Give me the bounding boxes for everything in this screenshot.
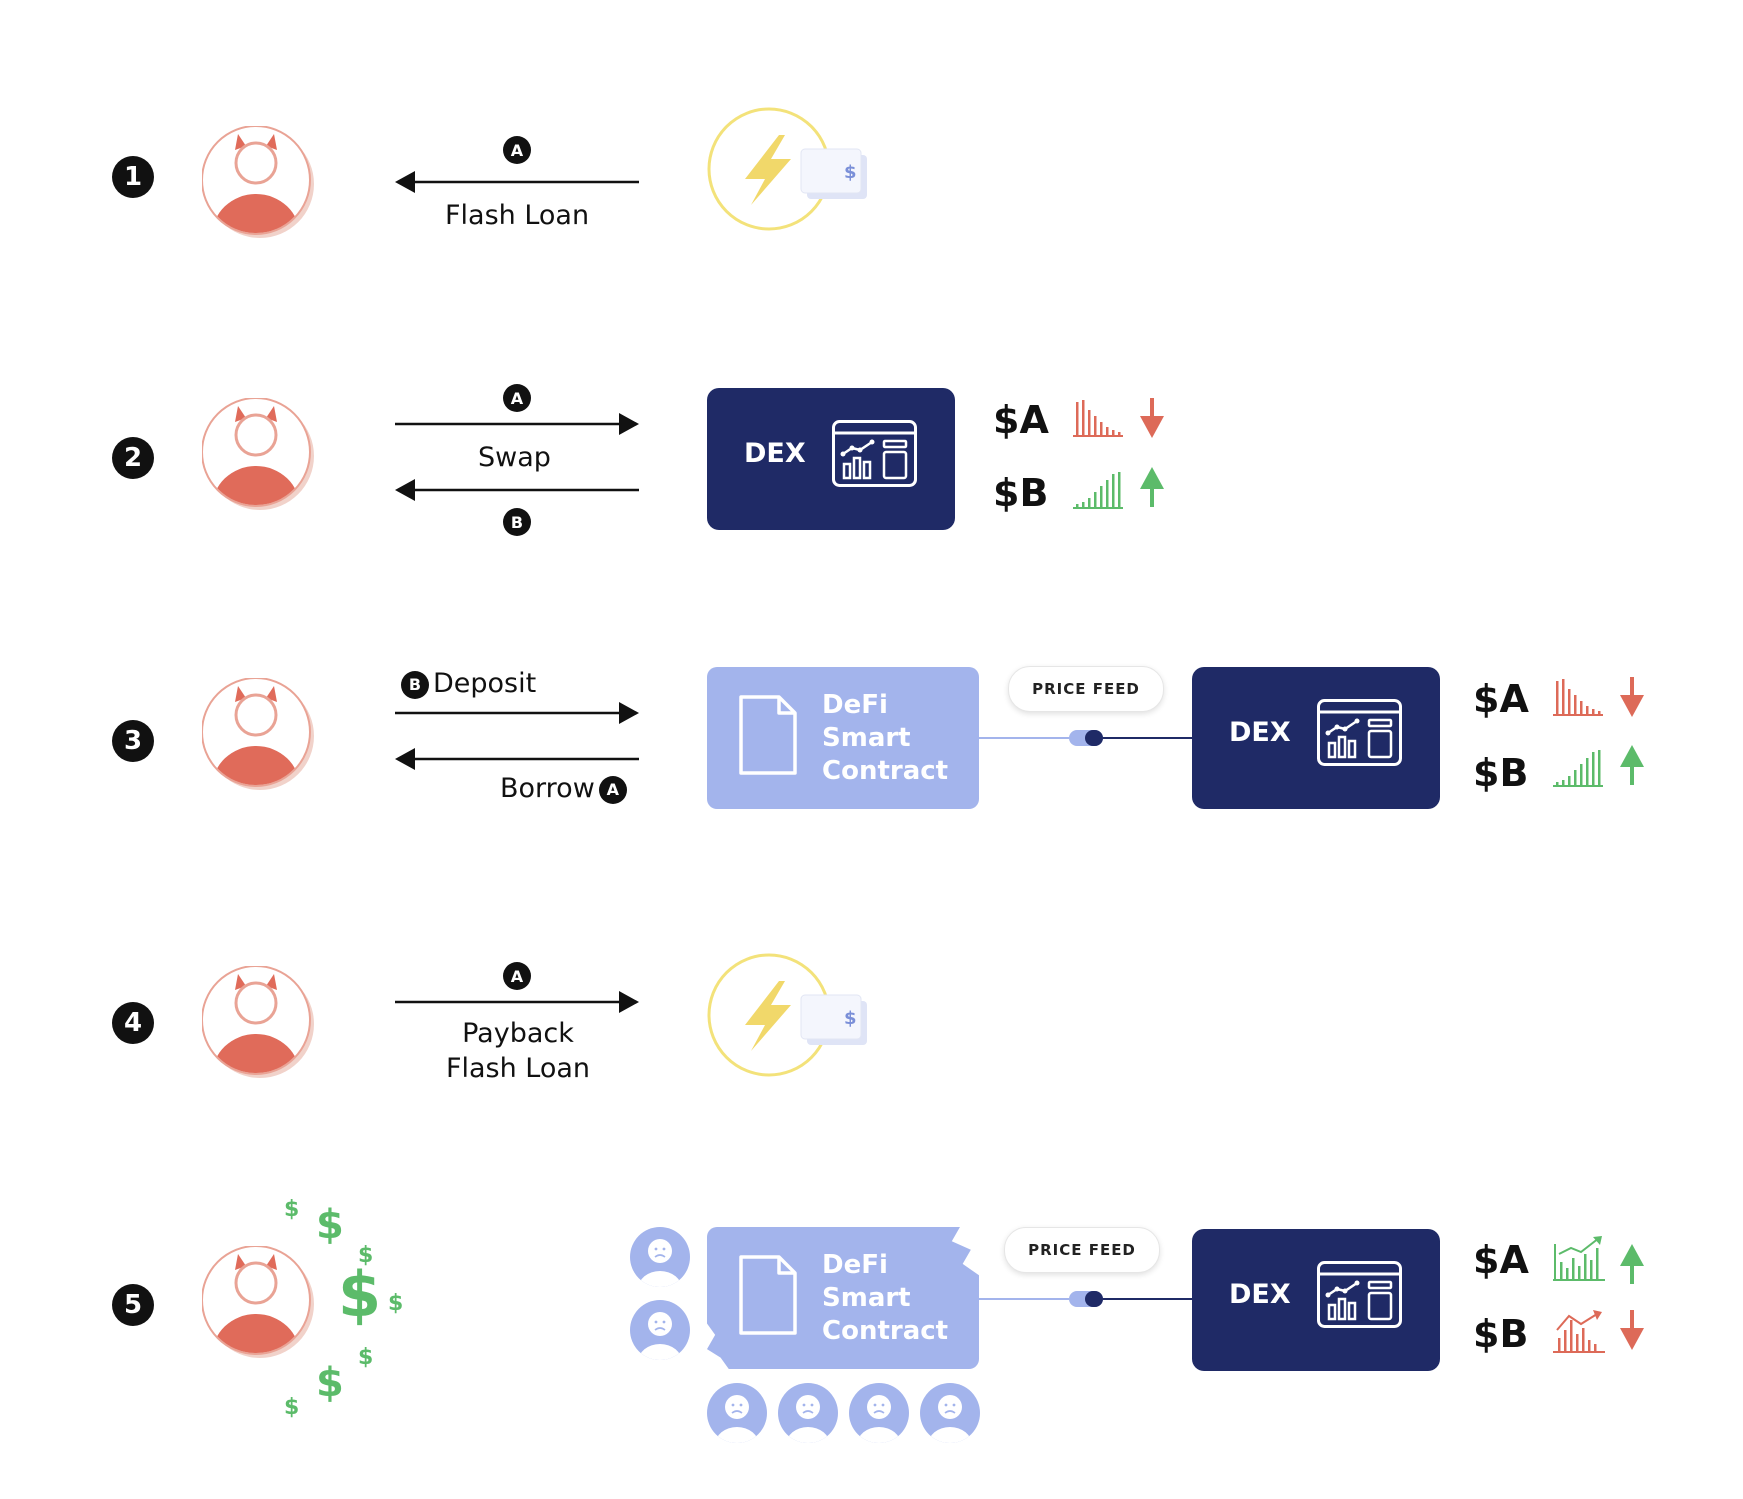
- dex-label: DEX: [1229, 717, 1291, 748]
- lightning-icon: [707, 107, 869, 231]
- token-a-badge: A: [503, 136, 531, 164]
- rising-chart-icon: [1553, 749, 1604, 787]
- token-b-badge: B: [401, 670, 429, 699]
- sad-user-icon: [707, 1383, 767, 1443]
- price-feed-connector: [979, 1291, 1193, 1307]
- arrow-right: [395, 413, 639, 435]
- arrow-left: [395, 479, 639, 501]
- token-a-symbol: $A: [1473, 1238, 1529, 1282]
- document-icon: [739, 695, 797, 775]
- token-a-symbol: $A: [993, 398, 1049, 442]
- price-feed-pill: PRICE FEED: [1004, 1227, 1160, 1273]
- token-b-symbol: $B: [1473, 1312, 1529, 1356]
- sad-user-icon: [630, 1227, 690, 1287]
- swap-label: Swap: [478, 442, 551, 473]
- deposit-label: Deposit: [433, 668, 537, 699]
- dex-label: DEX: [1229, 1279, 1291, 1310]
- token-b-symbol: $B: [993, 471, 1049, 515]
- dex-chart-icon: [1317, 699, 1402, 766]
- sad-user-icon: [778, 1383, 838, 1443]
- svg-text:$: $: [338, 1258, 381, 1331]
- token-a-badge: A: [503, 962, 531, 990]
- token-a-badge: A: [598, 775, 627, 804]
- dollar-card-label: $: [844, 162, 857, 183]
- defi-smart-contract-box: DeFi Smart Contract: [707, 667, 979, 809]
- up-arrow-icon: [1620, 1244, 1644, 1284]
- defi-label: DeFi Smart Contract: [822, 1250, 949, 1346]
- down-arrow-icon: [1620, 677, 1644, 717]
- arrow-left: [395, 171, 639, 193]
- attacker-avatar-icon: [202, 966, 322, 1086]
- dollar-card-label: $: [844, 1008, 857, 1029]
- arrow-left: [395, 748, 639, 770]
- rising-chart-icon: [1073, 471, 1124, 509]
- borrow-label: Borrow: [500, 773, 595, 804]
- svg-text:$: $: [316, 1202, 344, 1248]
- sad-user-icon: [849, 1383, 909, 1443]
- flash-loan-label: Flash Loan: [445, 1053, 591, 1084]
- svg-text:$: $: [388, 1291, 403, 1316]
- dex-box: DEX: [1192, 1229, 1440, 1371]
- svg-text:$: $: [316, 1360, 344, 1406]
- price-feed-pill: PRICE FEED: [1008, 666, 1164, 712]
- falling-chart-icon: [1553, 1309, 1605, 1353]
- svg-text:$: $: [284, 1395, 299, 1420]
- sad-user-icon: [920, 1383, 980, 1443]
- token-b-badge: B: [503, 508, 531, 536]
- token-b-symbol: $B: [1473, 751, 1529, 795]
- step-number-1: 1: [112, 156, 154, 198]
- down-arrow-icon: [1140, 398, 1164, 438]
- attacker-avatar-icon: [202, 678, 322, 798]
- step-number-4: 4: [112, 1002, 154, 1044]
- dollar-icon: $ $ $ $ $ $ $ $: [284, 1197, 403, 1420]
- arrow-right: [395, 702, 639, 724]
- svg-text:$: $: [358, 1243, 373, 1268]
- up-arrow-icon: [1140, 467, 1164, 507]
- dex-label: DEX: [744, 438, 806, 469]
- defi-smart-contract-box-broken: DeFi Smart Contract: [707, 1227, 979, 1369]
- attacker-avatar-icon: [202, 398, 322, 518]
- svg-text:$: $: [284, 1197, 299, 1222]
- flash-loan-label: Flash Loan: [445, 200, 590, 231]
- dex-chart-icon: [832, 420, 917, 487]
- document-icon: [739, 1255, 797, 1335]
- step-number-3: 3: [112, 720, 154, 762]
- dex-chart-icon: [1317, 1261, 1402, 1328]
- dex-box: DEX: [707, 388, 955, 530]
- step-number-2: 2: [112, 437, 154, 479]
- price-feed-connector: [979, 730, 1193, 746]
- down-arrow-icon: [1620, 1310, 1644, 1350]
- step-number-5: 5: [112, 1284, 154, 1326]
- token-a-badge: A: [503, 384, 531, 412]
- payback-label: Payback: [462, 1018, 574, 1049]
- up-arrow-icon: [1620, 745, 1644, 785]
- sad-user-icon: [630, 1300, 690, 1360]
- svg-text:$: $: [358, 1345, 373, 1370]
- falling-chart-icon: [1553, 678, 1604, 716]
- token-a-symbol: $A: [1473, 677, 1529, 721]
- arrow-right: [395, 991, 639, 1013]
- falling-chart-icon: [1073, 399, 1124, 437]
- defi-label: DeFi Smart Contract: [822, 690, 949, 786]
- lightning-icon: [707, 953, 869, 1077]
- dex-box: DEX: [1192, 667, 1440, 809]
- attacker-avatar-icon: [202, 126, 322, 246]
- rising-chart-icon: [1553, 1236, 1605, 1281]
